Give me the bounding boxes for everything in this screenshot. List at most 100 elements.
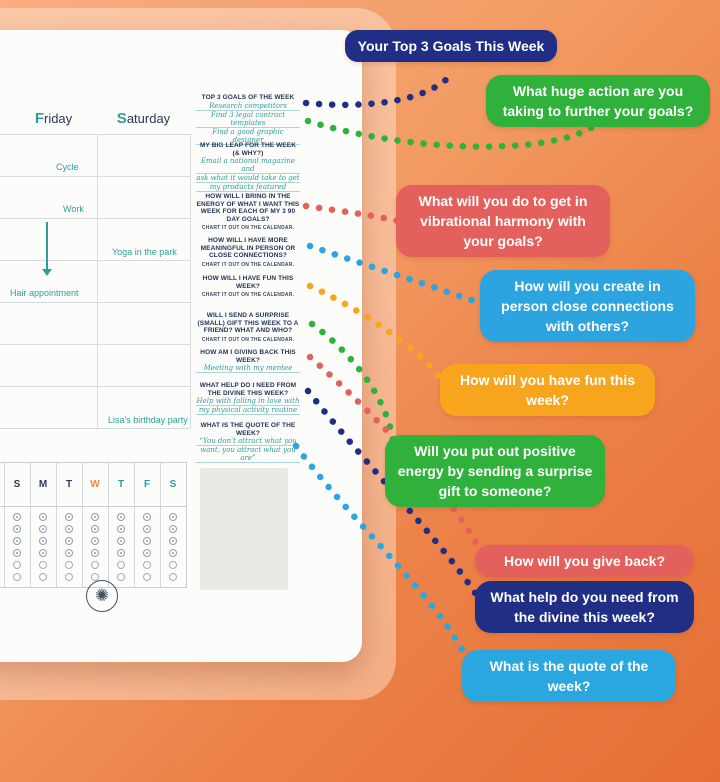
tracker-day-4: T (117, 479, 125, 490)
tracker-gridline (4, 463, 5, 587)
tracker-day-0: S (13, 479, 21, 490)
tracker-circle (91, 549, 99, 557)
tracker-circle (169, 525, 177, 533)
prompt-title: WHAT IS THE QUOTE OF THE WEEK? (200, 422, 296, 437)
callout-give-back: How will you give back? (475, 545, 694, 577)
handwritten-answer: Find a good graphic designer (196, 128, 300, 145)
prompt-note: CHART IT OUT ON THE CALENDAR. (201, 225, 295, 231)
handwritten-answer: my products featured (196, 183, 300, 192)
calendar-gridline (0, 386, 190, 387)
calendar-gridline (0, 344, 190, 345)
calendar-column-divider (97, 134, 98, 428)
calendar-entry-work: Work (63, 204, 84, 214)
tracker-circle (91, 525, 99, 533)
prompt-title: MY BIG LEAP FOR THE WEEK (& WHY?) (199, 142, 297, 157)
tracker-circle (65, 537, 73, 545)
tracker-day-1: M (38, 479, 48, 490)
tracker-circle (65, 573, 73, 581)
tracker-circle (65, 513, 73, 521)
tracker-circle (117, 573, 125, 581)
tracker-circle (117, 525, 125, 533)
prompt-title: HOW WILL I HAVE MORE MEANINGFUL IN PERSO… (200, 237, 296, 259)
callout-vibrational-harmony: What will you do to get in vibrational h… (396, 185, 610, 257)
tracker-gridline (160, 463, 161, 587)
prompt-title: HOW AM I GIVING BACK THIS WEEK? (200, 349, 296, 364)
tracker-circle (169, 513, 177, 521)
tracker-circle (117, 513, 125, 521)
saturday-rest: aturday (126, 111, 171, 126)
tracker-circle (39, 573, 47, 581)
tracker-circle (13, 573, 21, 581)
prompt-energy: HOW WILL I BRING IN THE ENERGY OF WHAT I… (196, 193, 300, 231)
prompt-divine-help: WHAT HELP DO I NEED FROM THE DIVINE THIS… (196, 382, 300, 415)
tracker-day-6: S (169, 479, 177, 490)
prompt-title: WHAT HELP DO I NEED FROM THE DIVINE THIS… (199, 382, 297, 397)
prompt-title: HOW WILL I HAVE FUN THIS WEEK? (202, 275, 294, 290)
prompt-title: WILL I SEND A SURPRISE (SMALL) GIFT THIS… (197, 312, 299, 334)
tracker-circle (143, 513, 151, 521)
handwritten-answer: Email a national magazine and (196, 157, 300, 174)
tracker-circle (143, 537, 151, 545)
tracker-circle (169, 549, 177, 557)
calendar-entry-yoga: Yoga in the park (112, 247, 177, 257)
callout-divine-help: What help do you need from the divine th… (475, 581, 694, 633)
tracker-circle (39, 549, 47, 557)
tracker-circle (169, 537, 177, 545)
tracker-circle (91, 513, 99, 521)
calendar-gridline (0, 176, 190, 177)
tracker-gridline (108, 463, 109, 587)
tracker-circle (65, 561, 73, 569)
prompt-title: TOP 3 GOALS OF THE WEEK (201, 94, 295, 101)
friday-header: Friday (0, 110, 135, 127)
handwritten-answer: “You don't attract what you (196, 437, 300, 446)
tracker-circle (117, 561, 125, 569)
saturday-header: Saturday (97, 110, 190, 127)
tracker-gridline (30, 463, 31, 587)
tracker-circle (13, 549, 21, 557)
tracker-circle (117, 549, 125, 557)
callout-surprise-gift: Will you put out positive energy by send… (385, 435, 605, 507)
handwritten-answer: my physical activity routine (196, 406, 300, 415)
planner-page: Friday Saturday Cycle Work Yoga in the p… (0, 30, 362, 662)
calendar-right-divider (190, 134, 191, 428)
duration-arrow-head-icon (42, 269, 52, 276)
tracker-gridline (134, 463, 135, 587)
callout-huge-action: What huge action are you taking to furth… (486, 75, 710, 127)
tracker-circle (13, 561, 21, 569)
prompt-title: HOW WILL I BRING IN THE ENERGY OF WHAT I… (196, 193, 300, 223)
calendar-gridline (0, 428, 190, 429)
friday-initial: F (34, 110, 44, 127)
prompt-note: CHART IT OUT ON THE CALENDAR. (201, 336, 295, 343)
calendar-entry-birthday: Lisa's birthday party (108, 415, 188, 425)
prompt-note: CHART IT OUT ON THE CALENDAR. (201, 292, 295, 298)
tracker-circle (39, 513, 47, 521)
prompt-surprise-gift: WILL I SEND A SURPRISE (SMALL) GIFT THIS… (196, 312, 300, 343)
handwritten-answer: Meeting with my mentee (196, 364, 300, 373)
tracker-day-2: T (65, 479, 73, 490)
tracker-gridline (56, 463, 57, 587)
friday-rest: riday (43, 111, 73, 126)
handwritten-answer: Help with falling in love with (196, 397, 300, 406)
tracker-circle (143, 549, 151, 557)
saturday-initial: S (116, 110, 127, 127)
handwritten-answer: Find 3 legal contract templates (196, 111, 300, 128)
tracker-circle (39, 537, 47, 545)
calendar-gridline (0, 302, 190, 303)
tracker-circle (39, 561, 47, 569)
handwritten-answer: Research competitors (196, 102, 300, 111)
tracker-circle (13, 513, 21, 521)
tracker-circle (169, 561, 177, 569)
tracker-circle (143, 573, 151, 581)
tracker-day-5: F (143, 479, 151, 490)
prompt-quote: WHAT IS THE QUOTE OF THE WEEK? “You don'… (196, 422, 300, 463)
callout-close-connections: How will you create in person close conn… (480, 270, 695, 342)
tracker-gridline (82, 463, 83, 587)
tracker-circle (91, 561, 99, 569)
handwritten-answer: want, you attract what you are” (196, 446, 300, 463)
calendar-entry-cycle: Cycle (56, 162, 79, 172)
tracker-circle (39, 525, 47, 533)
prompt-fun: HOW WILL I HAVE FUN THIS WEEK? CHART IT … (196, 275, 300, 298)
calendar-gridline (0, 218, 190, 219)
